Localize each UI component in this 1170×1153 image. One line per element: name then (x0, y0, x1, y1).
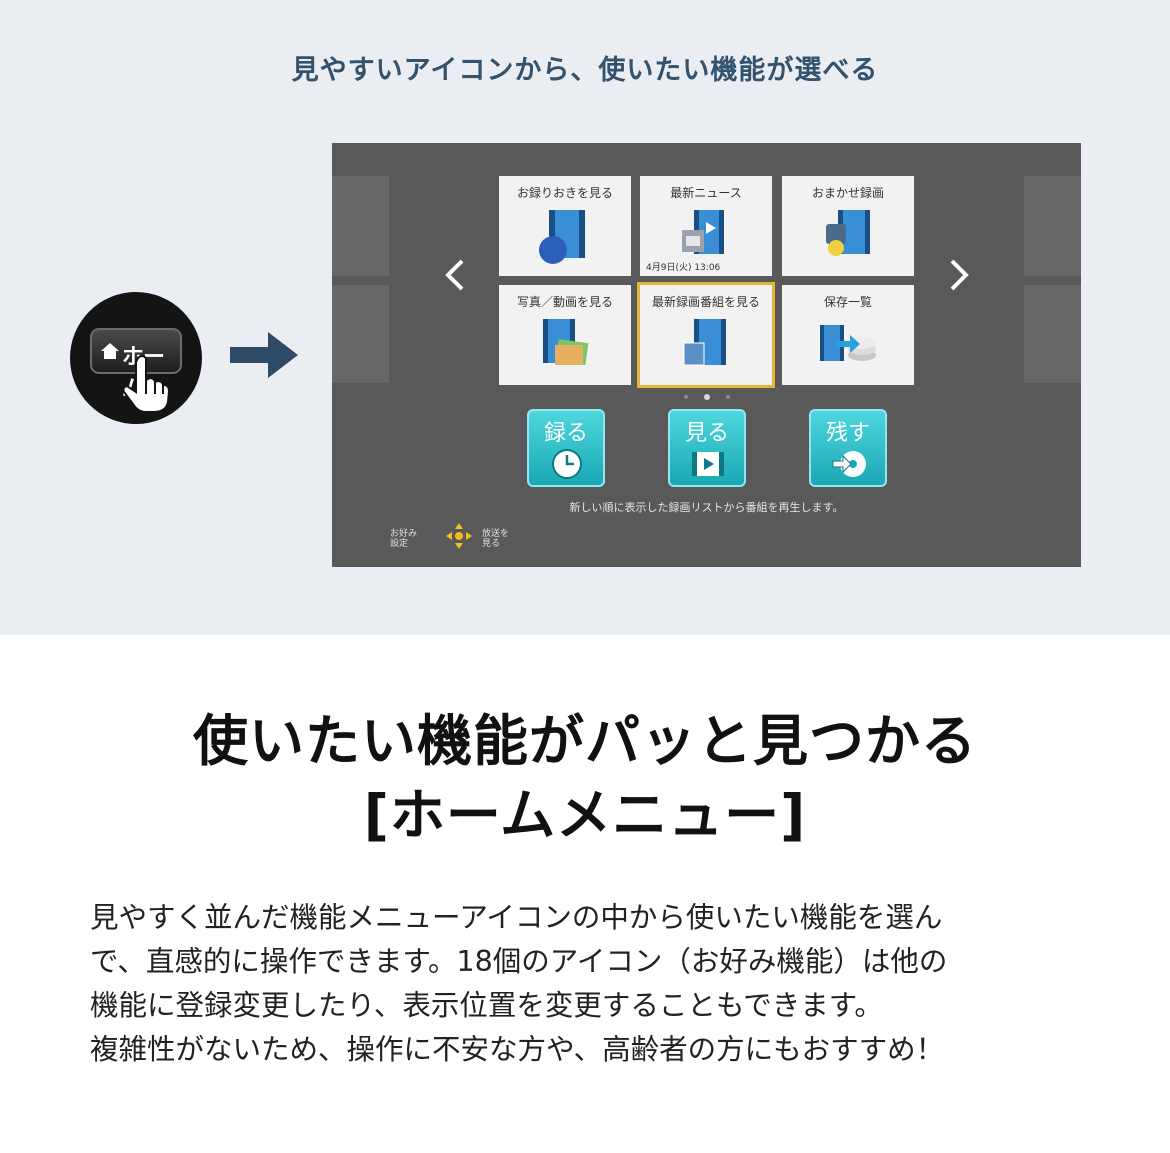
dpad-icon (446, 523, 472, 549)
chevron-right-icon[interactable] (944, 255, 974, 295)
page-dot (684, 395, 688, 399)
pointing-hand-icon (122, 355, 170, 413)
save-button[interactable]: 残す (809, 409, 887, 487)
auto-record-icon (826, 210, 870, 256)
remote-help-legend: お好み 設定 放送を 見る (390, 521, 530, 555)
description-line: 複雑性がないため、操作に不安な方や、高齢者の方にもおすすめ！ (90, 1033, 945, 1066)
photo-video-icon (543, 319, 589, 365)
adjacent-page-preview (332, 285, 389, 383)
arrow-right-icon (230, 332, 298, 378)
tile-label: おまかせ録画 (811, 186, 884, 200)
tile-recorded-programs[interactable]: お録りおきを見る (499, 176, 631, 276)
home-icon (101, 343, 119, 359)
tile-label: 最新録画番組を見る (651, 295, 760, 309)
film-reel-icon (539, 210, 585, 264)
help-left-label: お好み 設定 (390, 529, 418, 549)
tile-label: 最新ニュース (670, 186, 742, 200)
headline-line2: [ホームメニュー] (363, 783, 807, 847)
record-button[interactable]: 録る (527, 409, 605, 487)
tile-date: 4月9日(火) 13:06 (646, 263, 721, 273)
watch-button[interactable]: 見る (668, 409, 746, 487)
help-right-label: 放送を 見る (482, 529, 510, 549)
adjacent-page-preview (1024, 176, 1081, 276)
page-dot (726, 395, 730, 399)
action-label: 録る (543, 421, 588, 446)
tile-label: お録りおきを見る (516, 186, 613, 200)
play-film-icon (692, 452, 724, 476)
tile-saved-list[interactable]: 保存一覧 (782, 285, 914, 385)
description-line: 見やすく並んだ機能メニューアイコンの中から使いたい機能を選ん (90, 901, 943, 934)
tile-label: 写真／動画を見る (516, 295, 613, 309)
chevron-left-icon[interactable] (440, 255, 470, 295)
disc-icon (832, 451, 866, 477)
save-disc-icon (820, 325, 876, 361)
clock-icon (552, 449, 582, 479)
action-label: 残す (825, 421, 870, 446)
headline-line1: 使いたい機能がパッと見つかる (192, 709, 977, 773)
page-dot-active (704, 394, 710, 400)
action-label: 見る (684, 421, 729, 446)
tile-auto-record[interactable]: おまかせ録画 (782, 176, 914, 276)
tile-latest-news[interactable]: 最新ニュース 4月9日(火) 13:06 (640, 176, 772, 276)
adjacent-page-preview (1024, 285, 1081, 383)
page-indicator (684, 393, 734, 401)
tile-label: 保存一覧 (823, 295, 872, 309)
tv-home-menu-screen: お録りおきを見る 最新ニュース 4月9日(火) 13:06 おまかせ録画 写真／… (332, 143, 1081, 567)
status-text: 新しい順に表示した録画リストから番組を再生します。 (569, 501, 844, 514)
top-caption: 見やすいアイコンから、使いたい機能が選べる (291, 55, 879, 86)
tile-latest-recordings[interactable]: 最新録画番組を見る (637, 282, 775, 388)
description-line: 機能に登録変更したり、表示位置を変更することもできます。 (90, 989, 883, 1022)
description: 見やすく並んだ機能メニューアイコンの中から使いたい機能を選ん で、直感的に操作で… (90, 896, 1090, 1072)
tile-photos-videos[interactable]: 写真／動画を見る (499, 285, 631, 385)
description-line: で、直感的に操作できます。18個のアイコン（お好み機能）は他の (90, 945, 948, 978)
news-film-icon (682, 210, 724, 254)
adjacent-page-preview (332, 176, 389, 276)
remote-home-button: ホーム (70, 292, 202, 424)
latest-recording-icon (683, 319, 726, 366)
headline: 使いたい機能がパッと見つかる [ホームメニュー] (0, 704, 1170, 852)
